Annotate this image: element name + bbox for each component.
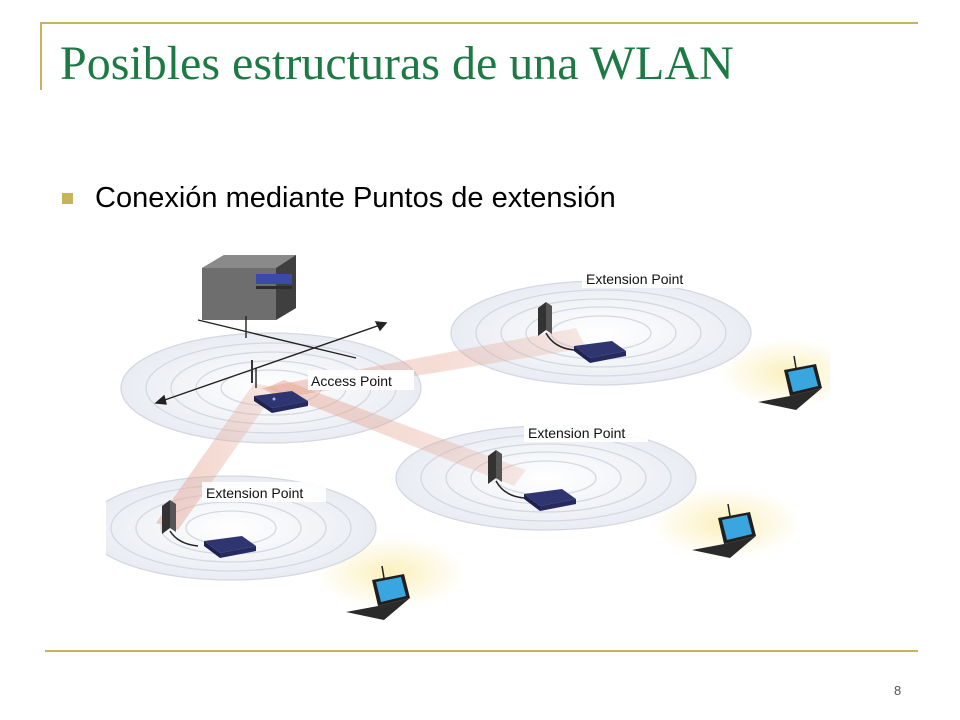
extension-point-middle-label: Extension Point <box>528 425 625 441</box>
bullet-item: Conexión mediante Puntos de extensión <box>62 182 616 215</box>
bullet-text: Conexión mediante Puntos de extensión <box>95 182 616 214</box>
laptop-icon <box>758 355 822 410</box>
frame-bottom-rule <box>45 650 918 652</box>
wlan-diagram: Access Point Extension Point Extension P… <box>106 238 830 633</box>
slide-title: Posibles estructuras de una WLAN <box>60 37 734 90</box>
extension-point-left-label: Extension Point <box>206 485 303 501</box>
server-icon <box>202 255 296 320</box>
bullet-square-icon <box>62 193 73 204</box>
frame-top-rule <box>40 22 918 24</box>
beam-ap-to-middle <box>266 380 526 486</box>
extension-point-top-coverage <box>450 280 752 386</box>
extension-point-left-device <box>162 500 256 558</box>
access-point-label: Access Point <box>311 373 392 389</box>
extension-point-top-label: Extension Point <box>586 271 683 287</box>
access-point-device <box>251 360 308 413</box>
frame-left-rule <box>40 22 42 90</box>
page-number: 8 <box>894 683 902 698</box>
network-backbone <box>154 316 388 405</box>
beam-ap-to-left <box>156 383 278 530</box>
extension-point-middle-device <box>488 450 576 511</box>
laptop-icon <box>692 503 756 558</box>
extension-point-top-device <box>538 302 626 363</box>
laptop-icon <box>346 565 410 620</box>
